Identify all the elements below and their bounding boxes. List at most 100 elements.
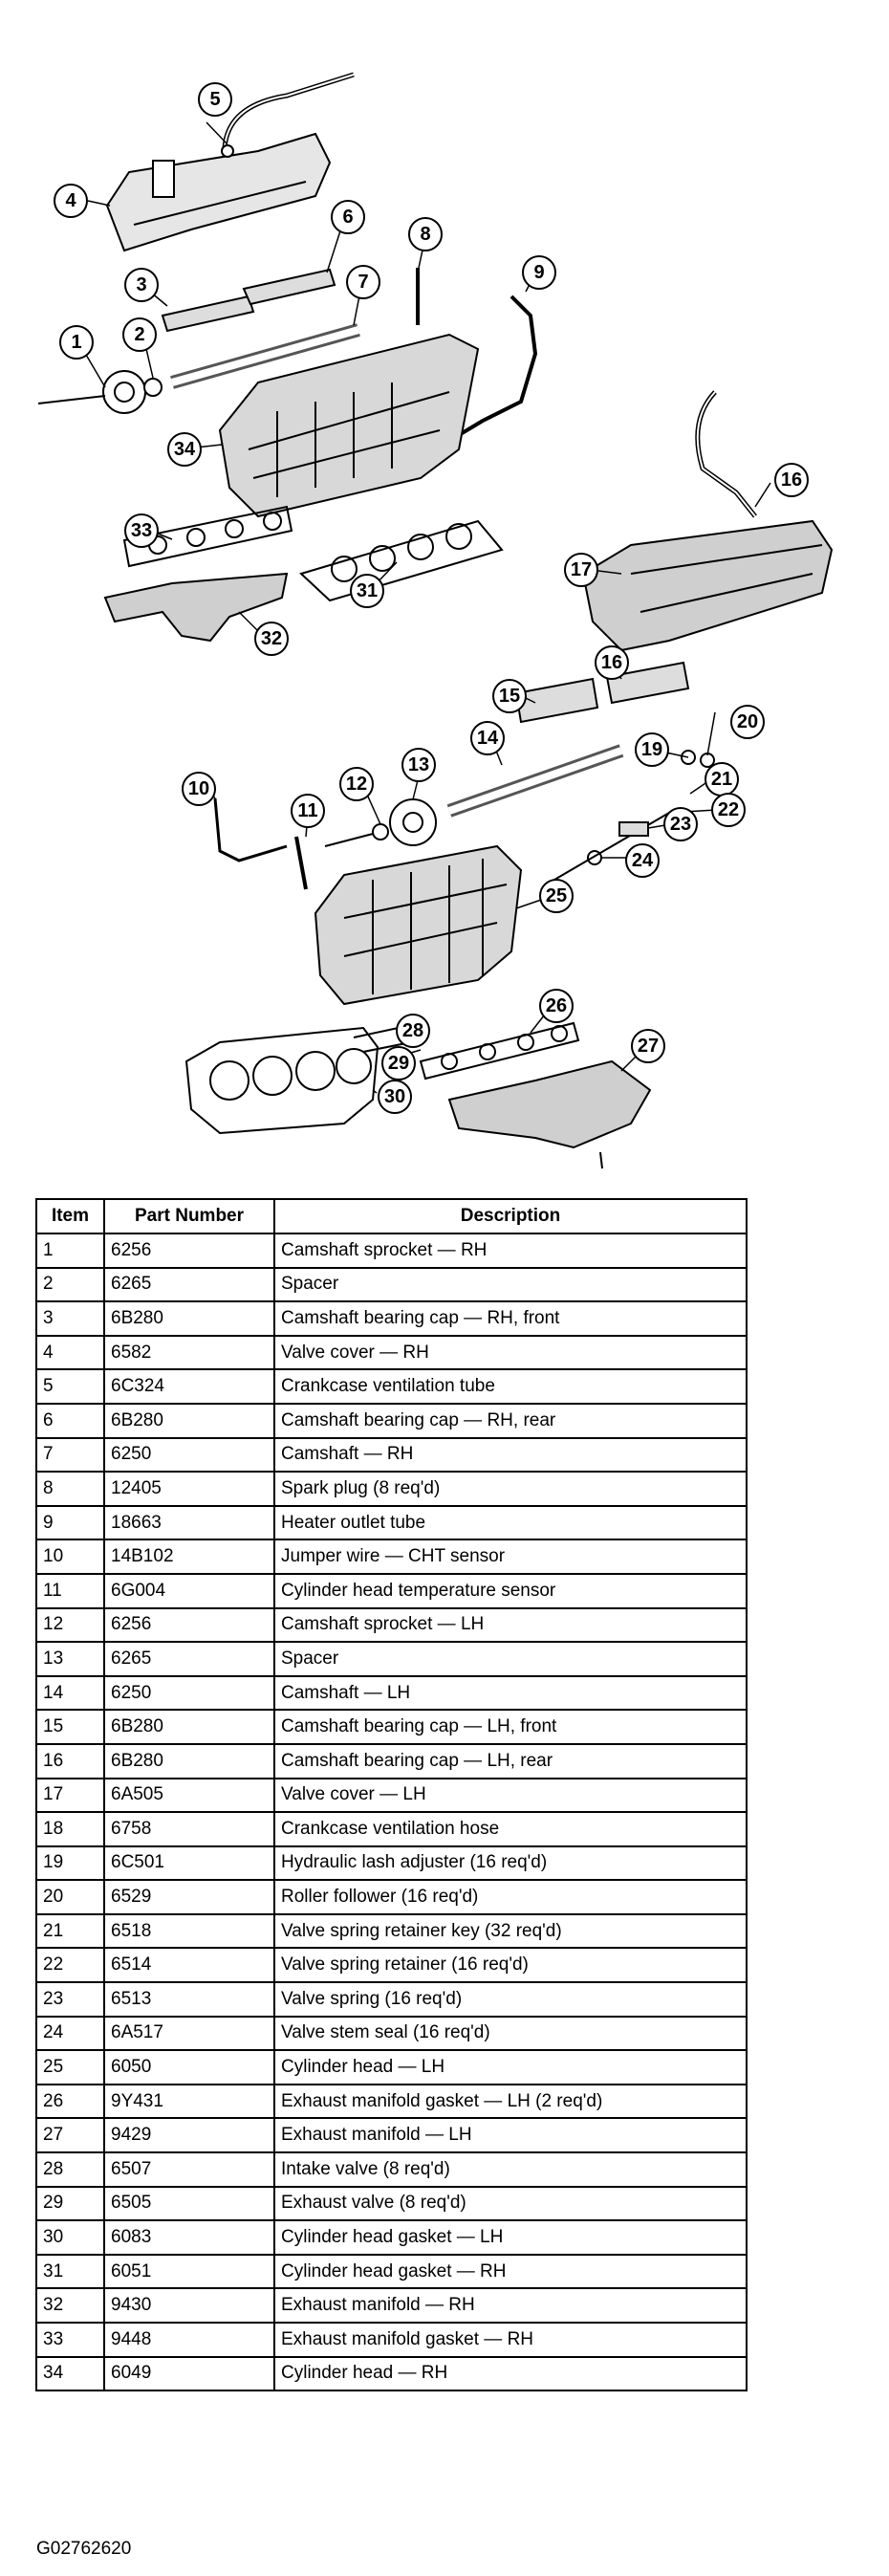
rh-valve-cover <box>105 132 332 252</box>
svg-text:26: 26 <box>546 995 567 1016</box>
callout-27: 27 <box>631 1029 665 1063</box>
rh-bearing-caps <box>161 268 336 333</box>
cell-item: 17 <box>35 1777 105 1814</box>
svg-text:21: 21 <box>711 769 732 790</box>
cell-item: 28 <box>35 2151 105 2188</box>
cell-item: 29 <box>35 2185 105 2222</box>
svg-text:6: 6 <box>342 207 353 228</box>
cell-part-number: 6256 <box>103 1606 275 1644</box>
cell-item: 22 <box>35 1947 105 1984</box>
cell-part-number: 6758 <box>103 1811 275 1847</box>
lh-exhaust-manifold <box>447 1059 652 1169</box>
callout-8: 8 <box>408 217 443 251</box>
cell-description: Heater outlet tube <box>273 1504 748 1541</box>
svg-text:19: 19 <box>641 739 662 760</box>
cell-item: 15 <box>35 1709 105 1745</box>
cell-part-number: 6507 <box>103 2151 275 2188</box>
cell-description: Cylinder head gasket — RH <box>273 2253 748 2290</box>
cell-item: 13 <box>35 1641 105 1677</box>
callout-1: 1 <box>59 325 94 360</box>
cell-description: Cylinder head — LH <box>273 2049 748 2085</box>
cell-item: 18 <box>35 1811 105 1847</box>
cell-item: 6 <box>35 1402 105 1439</box>
cell-description: Cylinder head gasket — LH <box>273 2219 748 2256</box>
svg-text:15: 15 <box>499 686 520 707</box>
rh-exhaust-manifold <box>103 572 289 643</box>
cell-part-number: 6582 <box>103 1334 275 1371</box>
cell-description: Exhaust manifold — RH <box>273 2287 748 2324</box>
svg-text:2: 2 <box>134 324 144 345</box>
header-description: Description <box>273 1198 748 1234</box>
svg-text:25: 25 <box>546 885 567 906</box>
cell-part-number: 6049 <box>103 2355 275 2392</box>
cell-description: Intake valve (8 req'd) <box>273 2151 748 2188</box>
cell-item: 25 <box>35 2049 105 2085</box>
callout-4: 4 <box>54 184 88 218</box>
cell-item: 14 <box>35 1674 105 1712</box>
svg-text:29: 29 <box>388 1053 409 1074</box>
cell-part-number: 6250 <box>103 1436 275 1474</box>
callout-16b: 16 <box>774 463 809 497</box>
cell-description: Camshaft bearing cap — LH, front <box>273 1709 748 1745</box>
callout-31: 31 <box>350 574 384 608</box>
cell-description: Camshaft sprocket — LH <box>273 1606 748 1644</box>
cell-part-number: 6050 <box>103 2049 275 2085</box>
callout-28: 28 <box>396 1014 430 1048</box>
cell-description: Cylinder head temperature sensor <box>273 1572 748 1609</box>
cell-item: 9 <box>35 1504 105 1541</box>
cell-part-number: 14B102 <box>103 1539 275 1575</box>
cell-item: 5 <box>35 1368 105 1405</box>
cell-description: Valve spring retainer key (32 req'd) <box>273 1912 748 1950</box>
cell-item: 32 <box>35 2287 105 2324</box>
cell-item: 2 <box>35 1266 105 1303</box>
callout-11: 11 <box>291 794 325 828</box>
callout-23: 23 <box>663 807 698 841</box>
svg-text:4: 4 <box>65 190 76 211</box>
cell-item: 12 <box>35 1606 105 1644</box>
svg-text:13: 13 <box>408 754 429 775</box>
header-part-number: Part Number <box>103 1198 275 1234</box>
callout-19: 19 <box>635 732 669 767</box>
cell-part-number: 6529 <box>103 1879 275 1915</box>
svg-text:27: 27 <box>638 1036 659 1057</box>
svg-text:24: 24 <box>632 850 654 871</box>
cell-part-number: 6B280 <box>103 1300 275 1337</box>
header-item: Item <box>35 1198 105 1234</box>
callout-12: 12 <box>339 767 374 801</box>
svg-text:17: 17 <box>571 559 592 580</box>
cell-item: 3 <box>35 1300 105 1337</box>
svg-text:1: 1 <box>71 332 81 353</box>
cell-description: Exhaust valve (8 req'd) <box>273 2185 748 2222</box>
cell-part-number: 6B280 <box>103 1709 275 1745</box>
cell-description: Exhaust manifold gasket — LH (2 req'd) <box>273 2083 748 2120</box>
cell-item: 21 <box>35 1912 105 1950</box>
cell-description: Hydraulic lash adjuster (16 req'd) <box>273 1845 748 1882</box>
svg-text:28: 28 <box>402 1020 423 1041</box>
cell-description: Valve stem seal (16 req'd) <box>273 2015 748 2052</box>
cell-part-number: 6051 <box>103 2253 275 2290</box>
table-header-row: Item Part Number Description <box>35 1198 748 1234</box>
cell-part-number: 6A517 <box>103 2015 275 2052</box>
cell-description: Valve spring (16 req'd) <box>273 1981 748 2018</box>
cell-description: Valve cover — LH <box>273 1777 748 1814</box>
cell-part-number: 6514 <box>103 1947 275 1984</box>
cell-part-number: 9430 <box>103 2287 275 2324</box>
svg-text:33: 33 <box>131 520 152 541</box>
cell-description: Camshaft — LH <box>273 1674 748 1712</box>
svg-text:8: 8 <box>420 224 430 245</box>
